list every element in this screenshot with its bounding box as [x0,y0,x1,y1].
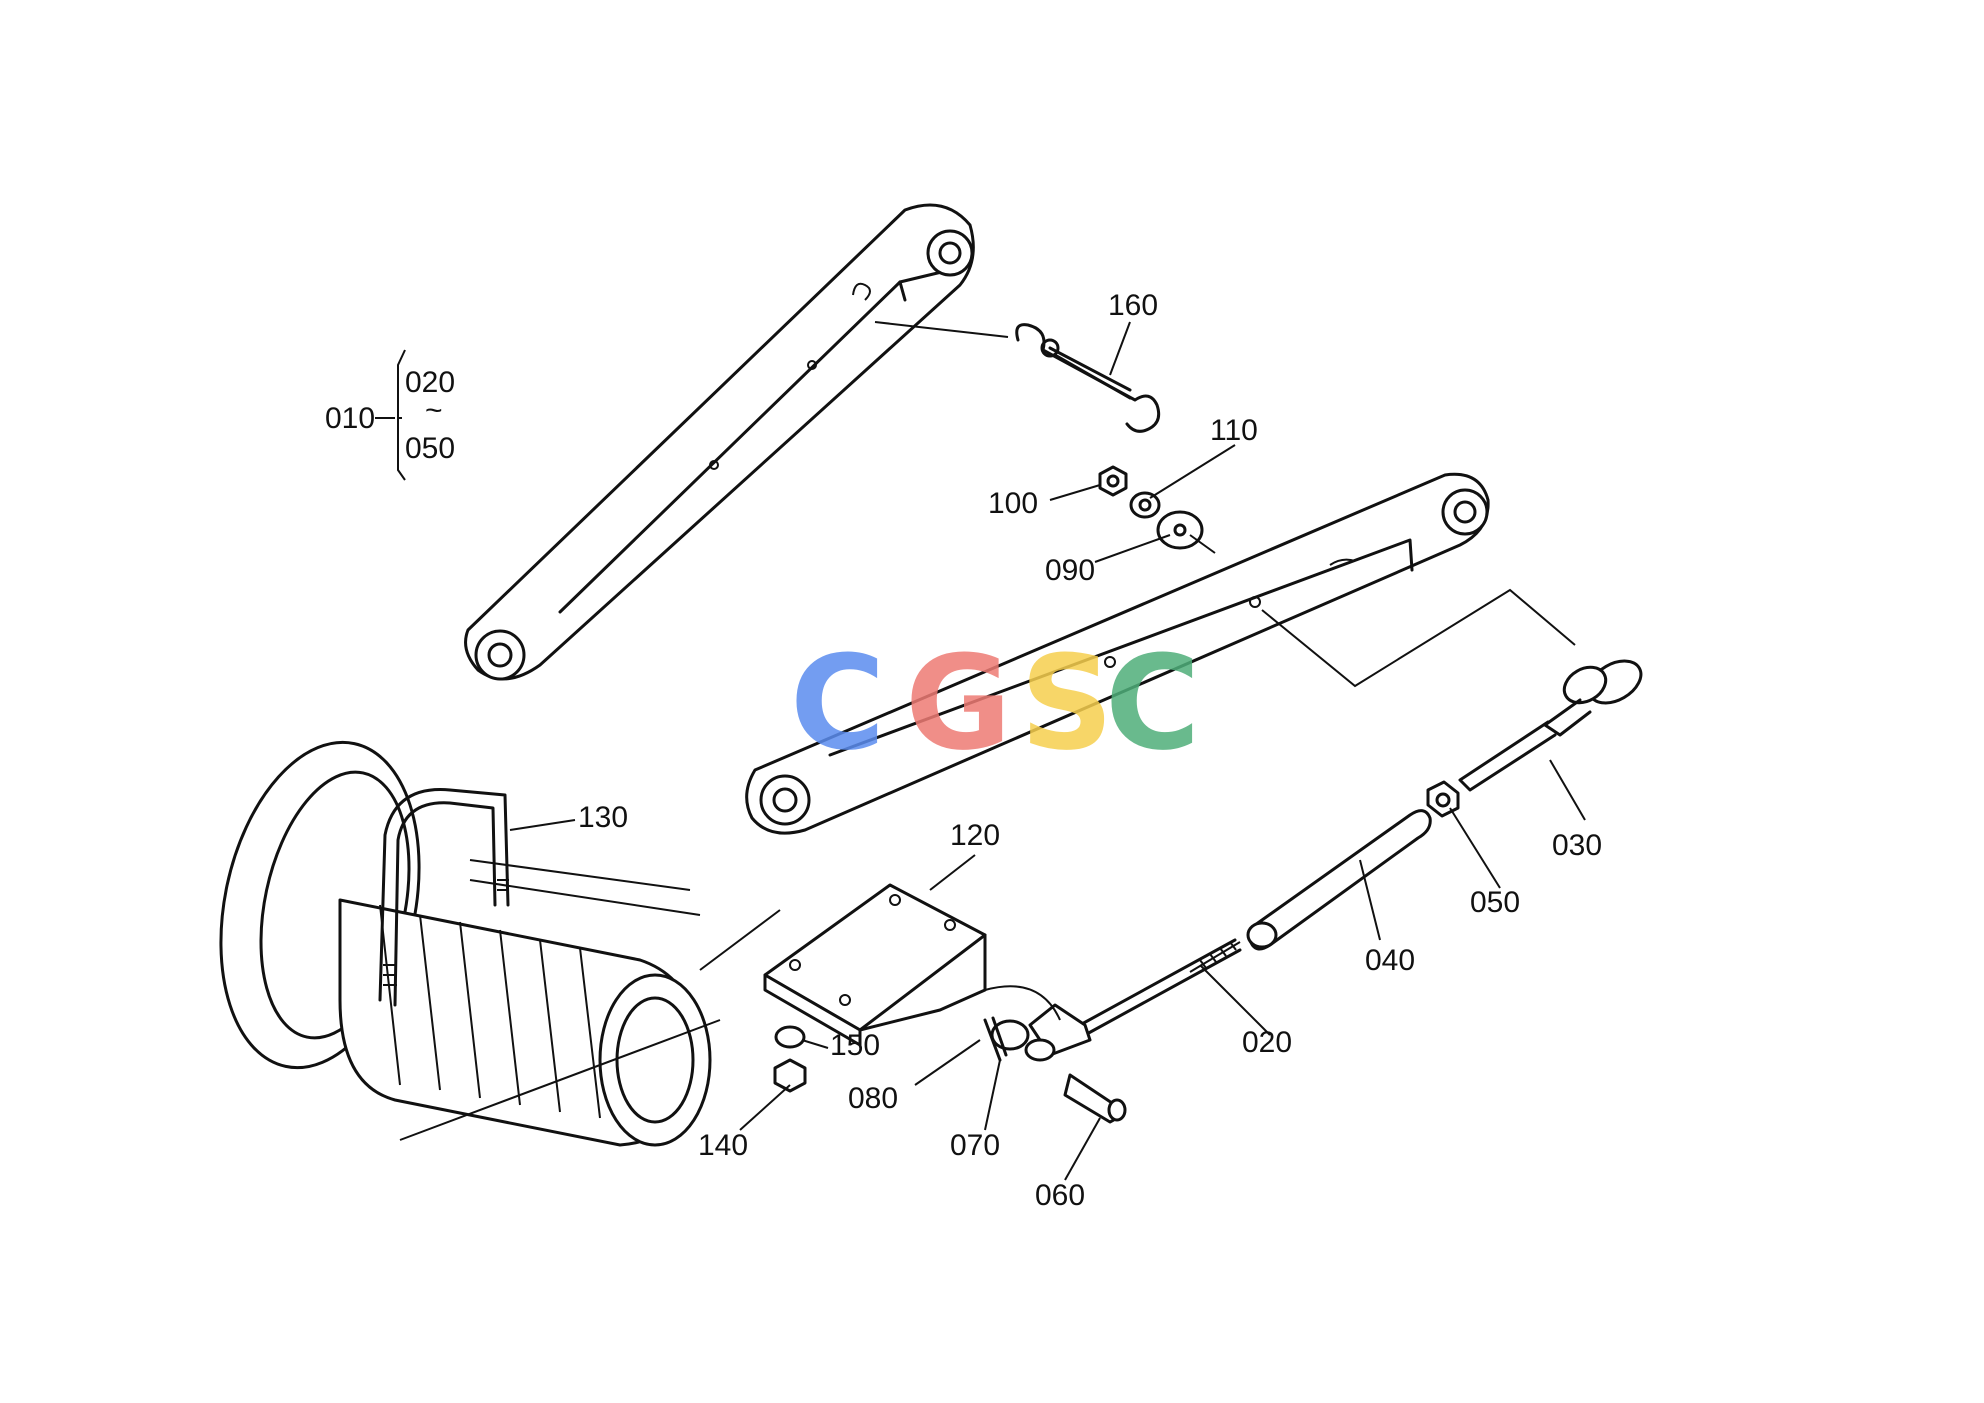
lower-link-arm-upper [464,203,975,681]
washer-150 [774,1025,806,1049]
callout-050: 050 [1470,886,1520,919]
axle-housing [219,740,712,1147]
callout-labels: 160 110 100 090 130 120 030 050 040 020 … [578,289,1602,1212]
callout-140: 140 [698,1129,748,1162]
callout-120: 120 [950,819,1000,852]
turnbuckle-end-030 [1458,659,1643,792]
assembly-line [1261,588,1576,688]
group-label: 010 020 ~ 050 [325,349,455,481]
callout-040: 040 [1365,944,1415,977]
assembly-line-bracket [399,909,781,1141]
callout-150: 150 [830,1029,880,1062]
group-tilde: ~ [425,394,443,427]
clevis-pin-060 [1063,1073,1127,1124]
watermark-letter-1: C [790,627,885,779]
u-bolt-130 [378,788,510,1007]
threaded-rod-020 [1028,938,1242,1057]
callout-090: 090 [1045,554,1095,587]
washer-090 [1156,510,1204,550]
callout-160: 160 [1108,289,1158,322]
washer-110 [1129,491,1161,519]
lock-nut-050 [1426,780,1460,818]
cotter-pin-080 [983,1016,1008,1062]
callout-060: 060 [1035,1179,1085,1212]
callout-130: 130 [578,801,628,834]
callout-070: 070 [950,1129,1000,1162]
check-chain-160 [874,321,1161,433]
group-to-label: 050 [405,432,455,465]
watermark: C G S C [790,627,1200,779]
group-parent-label: 010 [325,402,375,435]
nut-100 [1098,465,1128,497]
lower-link-arm-lower [745,472,1490,835]
watermark-letter-2: G [905,627,1012,779]
bracket-120 [763,883,1061,1047]
callout-110: 110 [1210,414,1258,447]
group-from-label: 020 [405,366,455,399]
turnbuckle-body-040 [1246,809,1432,951]
nut-140 [773,1058,807,1093]
watermark-letter-3: S [1020,627,1114,779]
callout-030: 030 [1552,829,1602,862]
callout-leaders [509,321,1586,1181]
callout-020: 020 [1242,1026,1292,1059]
callout-100: 100 [988,487,1038,520]
callout-080: 080 [848,1082,898,1115]
watermark-letter-4: C [1105,627,1200,779]
